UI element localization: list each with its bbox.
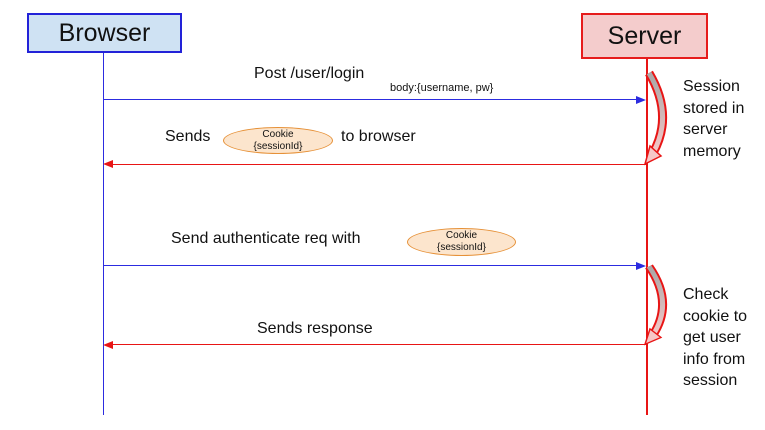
cookie-badge-1-title: Cookie xyxy=(262,128,294,140)
actor-label-server: Server xyxy=(607,21,682,50)
message-4-arrow-line xyxy=(112,344,646,345)
cookie-badge-2: Cookie {sessionId} xyxy=(407,228,516,256)
arrowhead-left-icon xyxy=(103,340,113,349)
arrowhead-right-icon xyxy=(636,261,646,270)
message-4-label: Sends response xyxy=(257,320,373,337)
cookie-badge-2-session-id: {sessionId} xyxy=(437,242,486,253)
self-call-arrow-icon-1 xyxy=(644,70,667,166)
actor-box-browser: Browser xyxy=(27,13,182,53)
cookie-badge-1: Cookie {sessionId} xyxy=(223,127,333,154)
browser-lifeline xyxy=(102,53,104,415)
message-1-label: Post /user/login xyxy=(254,65,365,82)
arrowhead-right-icon xyxy=(636,95,646,104)
message-1-arrow-line xyxy=(104,99,638,100)
actor-label-browser: Browser xyxy=(58,18,151,47)
self-call-arrow-icon-2 xyxy=(644,264,667,346)
message-1-sublabel: body:{username, pw} xyxy=(390,82,494,94)
server-lifeline xyxy=(646,59,648,415)
message-2-prefix: Sends xyxy=(165,128,211,145)
arrowhead-left-icon xyxy=(103,160,113,168)
actor-box-server: Server xyxy=(581,13,708,59)
message-2-arrow-line xyxy=(112,163,646,165)
note-session-storage: Session stored in server memory xyxy=(683,78,745,160)
message-3-arrow-line xyxy=(104,265,638,266)
cookie-badge-1-session-id: {sessionId} xyxy=(253,140,303,152)
cookie-badge-2-title: Cookie xyxy=(445,230,478,241)
message-2-suffix: to browser xyxy=(341,128,416,145)
message-3-prefix: Send authenticate req with xyxy=(171,230,361,247)
note-check-cookie: Check cookie to get user info from sessi… xyxy=(683,286,748,389)
